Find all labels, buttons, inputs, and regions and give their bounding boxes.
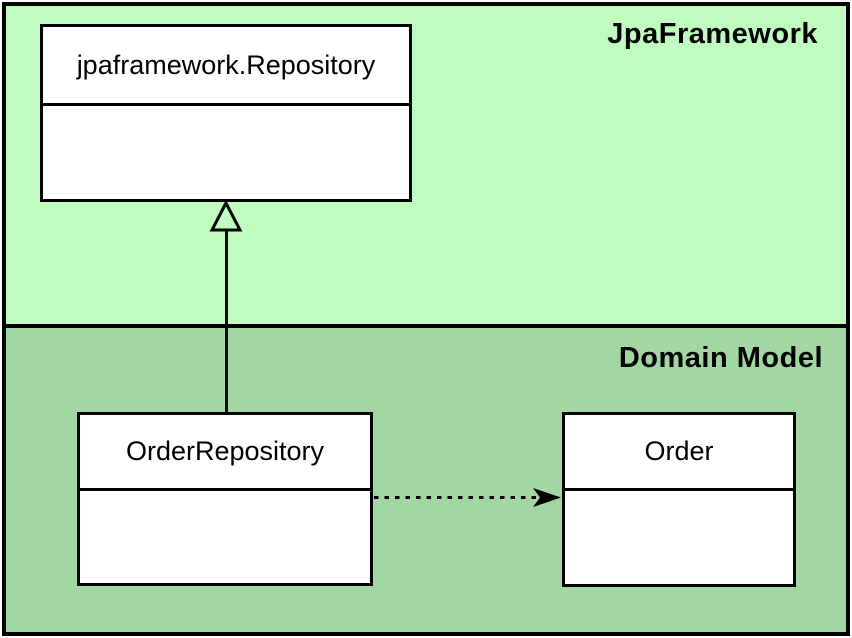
class-name-order: Order [565,415,793,491]
class-body-jpaframework-repository [43,106,409,199]
class-name-jpaframework-repository: jpaframework.Repository [43,27,409,106]
class-box-orderrepository: OrderRepository [77,412,373,586]
region-label-domain-model: Domain Model [618,342,823,374]
region-label-jpaframework: JpaFramework [607,18,818,50]
region-divider-line [6,324,846,328]
class-body-order [565,491,793,584]
class-box-order: Order [562,412,796,587]
class-box-jpaframework-repository: jpaframework.Repository [40,24,412,202]
class-name-orderrepository: OrderRepository [80,415,370,491]
class-body-orderrepository [80,491,370,583]
